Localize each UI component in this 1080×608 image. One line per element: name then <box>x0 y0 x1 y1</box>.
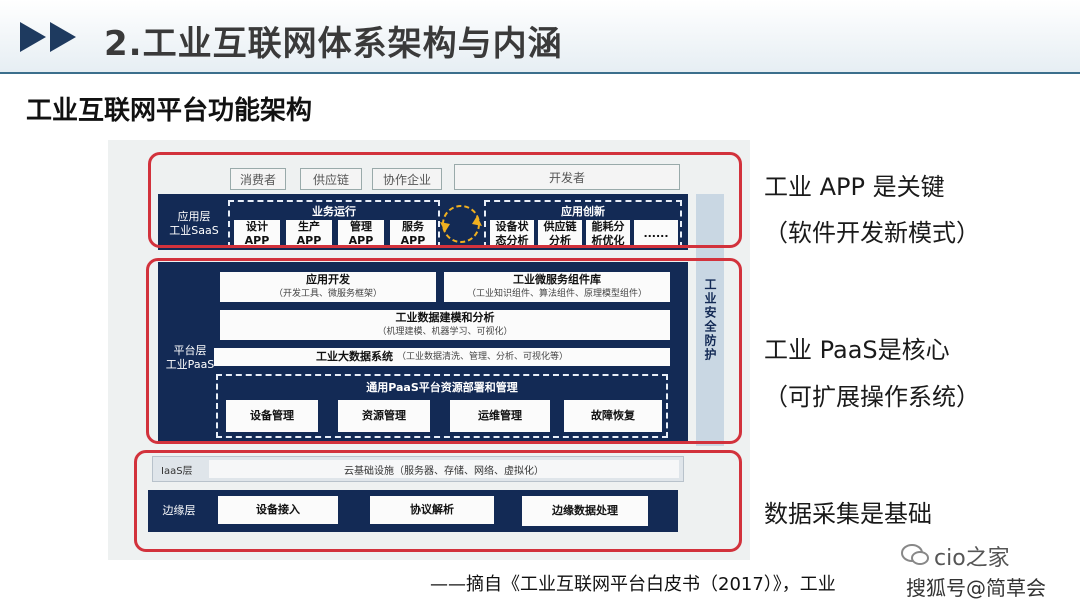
wechat-icon <box>901 544 929 565</box>
resource-item: 设备管理 <box>226 400 318 432</box>
app-line1: 设备状 <box>495 220 529 233</box>
resource-item: 运维管理 <box>450 400 550 432</box>
app-dev-box: 应用开发 （开发工具、微服务框架） <box>220 272 436 302</box>
app-box: 设备状态分析 <box>490 220 534 248</box>
app-innovation-title: 应用创新 <box>561 205 605 218</box>
resource-mgmt-group: 通用PaaS平台资源部署和管理 设备管理 资源管理 运维管理 故障恢复 <box>216 374 668 438</box>
app-line1: 生产 <box>298 220 320 233</box>
edge-label: 边缘层 <box>162 504 196 517</box>
paas-label-line1: 平台层 <box>173 344 207 357</box>
source-caption: ——摘自《工业互联网平台白皮书（2017）》，工业 <box>430 574 836 595</box>
iaas-layer: IaaS层 云基础设施（服务器、存储、网络、虚拟化） <box>152 456 684 482</box>
app-line2: APP <box>244 234 270 247</box>
microservice-box: 工业微服务组件库 （工业知识组件、算法组件、原理模型组件） <box>444 272 670 302</box>
stakeholder-developer: 开发者 <box>454 164 680 190</box>
app-box: 能耗分析优化 <box>586 220 630 248</box>
edge-layer: 边缘层 设备接入 协议解析 边缘数据处理 <box>148 490 678 532</box>
annotation-paas-core: 工业 PaaS是核心 <box>764 336 950 364</box>
app-line1: ...... <box>643 227 669 240</box>
app-line2: 分析 <box>549 234 571 247</box>
page-title: 2.工业互联网体系架构与内涵 <box>104 24 563 64</box>
resource-item: 故障恢复 <box>564 400 662 432</box>
app-line2: 析优化 <box>591 234 625 247</box>
edge-item: 协议解析 <box>370 496 494 524</box>
bigdata-desc: （工业数据清洗、管理、分析、可视化等） <box>396 352 568 362</box>
bigdata-title: 工业大数据系统 <box>315 350 393 363</box>
data-modeling-title: 工业数据建模和分析 <box>395 311 495 324</box>
app-dev-desc: （开发工具、微服务框架） <box>273 289 382 299</box>
edge-item: 设备接入 <box>218 496 338 524</box>
app-line2: 态分析 <box>495 234 529 247</box>
data-modeling-box: 工业数据建模和分析 （机理建模、机器学习、可视化） <box>220 310 670 340</box>
microservice-desc: （工业知识组件、算法组件、原理模型组件） <box>466 289 647 299</box>
header-band <box>0 0 1080 72</box>
business-run-title: 业务运行 <box>312 205 356 218</box>
stakeholder-supply-chain: 供应链 <box>300 168 362 190</box>
paas-layer-label: 平台层 工业PaaS <box>162 344 218 372</box>
header-divider <box>0 72 1080 74</box>
app-line1: 服务 <box>402 220 424 233</box>
app-line2: APP <box>348 234 374 247</box>
annotation-app-key: 工业 APP 是关键 <box>764 173 945 201</box>
security-column: 工业安全防护 <box>696 194 724 446</box>
app-line1: 能耗分 <box>591 220 625 233</box>
app-line2: APP <box>296 234 322 247</box>
wechat-watermark: cio之家 <box>934 546 1010 571</box>
cycle-arrows-icon <box>440 205 482 243</box>
stakeholder-partner: 协作企业 <box>372 168 442 190</box>
app-line1: 设计 <box>246 220 268 233</box>
annotation-app-note: （软件开发新模式） <box>764 219 980 247</box>
iaas-label: IaaS层 <box>161 466 193 477</box>
microservice-title: 工业微服务组件库 <box>513 273 601 286</box>
security-label: 工业安全防护 <box>703 278 717 362</box>
app-line2: APP <box>400 234 426 247</box>
stakeholder-consumer: 消费者 <box>230 168 286 190</box>
bigdata-box: 工业大数据系统 （工业数据清洗、管理、分析、可视化等） <box>214 348 670 366</box>
saas-label-line1: 应用层 <box>177 210 211 223</box>
iaas-content: 云基础设施（服务器、存储、网络、虚拟化） <box>209 460 679 478</box>
paas-layer: 平台层 工业PaaS 应用开发 （开发工具、微服务框架） 工业微服务组件库 （工… <box>158 262 688 444</box>
paas-highlight <box>146 258 742 444</box>
saas-layer-label: 应用层 工业SaaS <box>166 210 222 238</box>
saas-highlight <box>148 152 742 248</box>
section-subtitle: 工业互联网平台功能架构 <box>26 96 313 126</box>
chevron-icon <box>20 22 46 52</box>
chevron-icon <box>50 22 76 52</box>
paas-label-line2: 工业PaaS <box>165 358 215 371</box>
resource-item: 资源管理 <box>338 400 430 432</box>
app-box: 供应链分析 <box>538 220 582 248</box>
app-line1: 管理 <box>350 220 372 233</box>
app-line1: 供应链 <box>543 220 577 233</box>
saas-label-line2: 工业SaaS <box>169 224 219 237</box>
app-dev-title: 应用开发 <box>306 273 350 286</box>
annotation-paas-note: （可扩展操作系统） <box>764 383 980 411</box>
app-box: ...... <box>634 220 678 248</box>
annotation-data-base: 数据采集是基础 <box>764 500 932 528</box>
data-modeling-desc: （机理建模、机器学习、可视化） <box>377 327 513 337</box>
resource-mgmt-title: 通用PaaS平台资源部署和管理 <box>366 381 518 394</box>
edge-item: 边缘数据处理 <box>522 496 648 526</box>
edge-highlight <box>134 450 742 552</box>
sohu-watermark: 搜狐号@简草会 <box>906 576 1046 600</box>
